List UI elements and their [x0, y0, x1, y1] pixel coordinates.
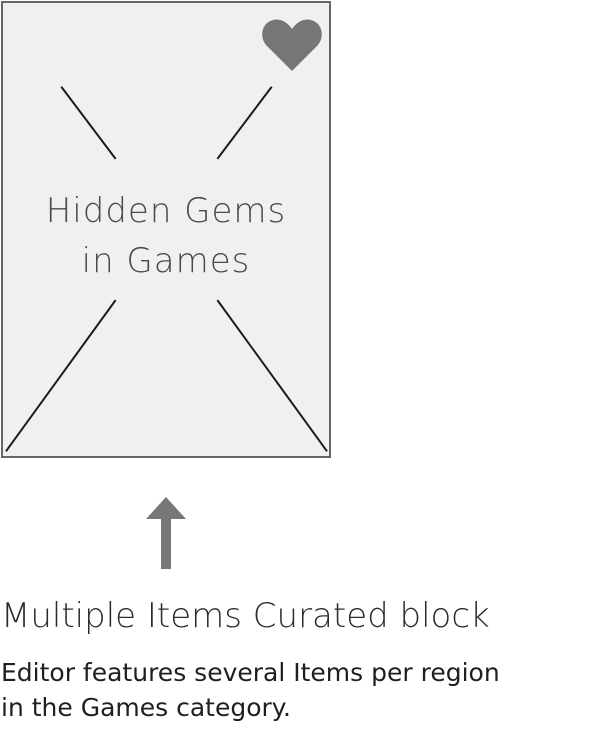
placeholder-line-top-right [216, 86, 273, 160]
arrow-up-icon [146, 497, 186, 569]
placeholder-line-bottom-right [216, 299, 328, 452]
annotation-title: Multiple Items Curated block [1, 596, 490, 636]
curated-block-card[interactable]: Hidden Gems in Games [1, 1, 331, 458]
image-placeholder-lines [5, 86, 328, 452]
placeholder-line-top-left [60, 86, 117, 160]
annotation-description: Editor features several Items per region… [1, 655, 500, 725]
card-title-line-1: Hidden Gems [45, 191, 287, 231]
annotation-description-line-2: in the Games category. [1, 693, 291, 722]
annotation-description-line-1: Editor features several Items per region [1, 658, 500, 687]
heart-icon[interactable] [261, 15, 323, 73]
placeholder-line-bottom-left [5, 299, 117, 452]
card-title-line-2: in Games [81, 241, 251, 281]
